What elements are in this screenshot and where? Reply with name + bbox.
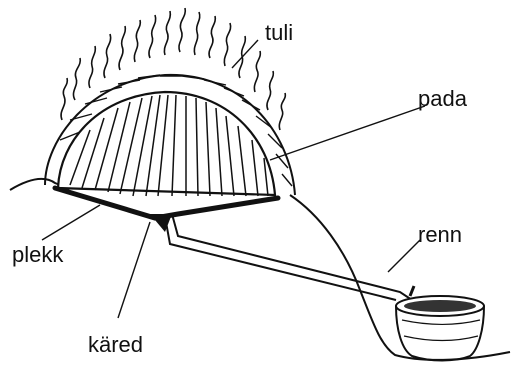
- ground-line: [10, 179, 510, 360]
- label-plekk: plekk: [12, 242, 64, 267]
- label-pada: pada: [418, 86, 468, 111]
- label-tuli: tuli: [265, 20, 293, 45]
- leader-renn: [388, 240, 420, 272]
- outlet-kared: [150, 214, 172, 232]
- leader-pada: [270, 106, 425, 160]
- leader-kared: [118, 222, 150, 318]
- label-kared: käred: [88, 332, 143, 357]
- label-renn: renn: [418, 222, 462, 247]
- leader-plekk: [42, 205, 100, 240]
- pipe-renn: [166, 214, 412, 300]
